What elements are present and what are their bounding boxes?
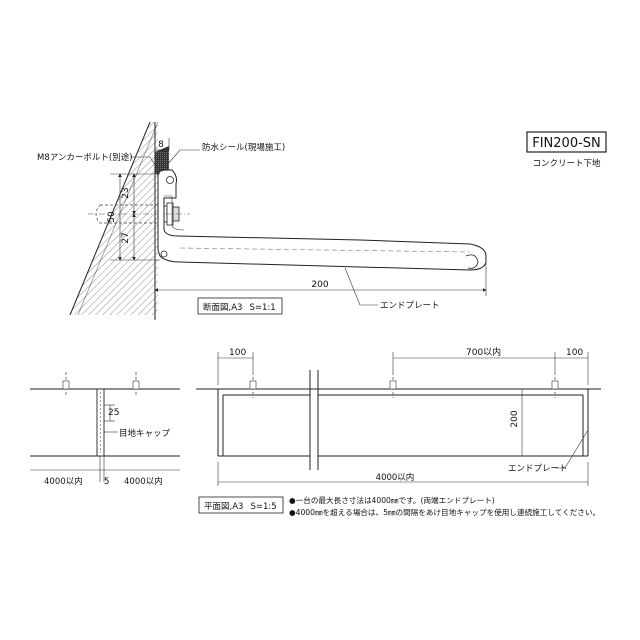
substrate-label: コンクリート下地	[532, 158, 601, 169]
bolt-marker-3	[551, 372, 559, 398]
section-caption-box	[197, 297, 283, 315]
product-code-box	[526, 131, 607, 153]
joint-cap-label: 目地キャップ	[119, 428, 171, 439]
dim-lower: 27	[121, 232, 131, 243]
dim-depth: 200	[311, 280, 328, 290]
break-symbol	[309, 370, 319, 470]
bolt-marker-2	[389, 372, 397, 398]
anchor-bolt-label: M8アンカーボルト(別途)	[37, 152, 133, 163]
dim-joint-gap: 25	[108, 408, 119, 418]
note-2: ●4000㎜を超える場合は、5㎜の間隔をあけ目地キャップを使用し連続施工してくだ…	[289, 507, 600, 517]
dim-right-length: 4000以内	[124, 476, 163, 487]
plan-caption-box	[198, 496, 284, 514]
note-1: ●一台の最大長さ寸法は4000㎜です。(両端エンドプレート)	[289, 495, 495, 505]
seal-top	[155, 146, 169, 152]
dim-upper: 23	[121, 187, 131, 198]
product-title-block: FIN200-SN コンクリート下地	[526, 131, 607, 169]
bolt-marker-right	[132, 372, 140, 395]
waterproof-seal-label: 防水シール(現場施工)	[202, 142, 285, 153]
waterproof-seal	[155, 152, 169, 174]
bolt-marker-left	[62, 372, 70, 395]
dim-plan-length: 4000以内	[376, 472, 415, 483]
dim-edge-left: 100	[229, 348, 246, 358]
dim-left-length: 4000以内	[44, 476, 83, 487]
dim-edge-right: 100	[566, 348, 583, 358]
dim-pitch: 700以内	[466, 346, 501, 358]
dim-plan-depth: 200	[510, 410, 520, 427]
dim-seal-width: 8	[158, 140, 164, 150]
fin-profile	[157, 169, 487, 271]
bolt-marker-1	[249, 372, 257, 398]
joint-cap	[96, 388, 105, 457]
dim-total: 50	[107, 211, 117, 223]
product-code: FIN200-SN	[532, 136, 601, 151]
section-view: 23 50 27 8 200 M8アンカーボルト(別途) 防水シール(現場施工)…	[37, 121, 487, 320]
dim-gap: 5	[104, 477, 109, 487]
plan-unit-view: 100 700以内 100 200 エンドプレート 4000以内	[196, 346, 601, 486]
plan-joint-detail: 25 目地キャップ 4000以内 5 4000以内	[30, 372, 180, 487]
end-plate-label: エンドプレート	[380, 301, 440, 311]
plan-end-plate-label: エンドプレート	[508, 464, 568, 474]
